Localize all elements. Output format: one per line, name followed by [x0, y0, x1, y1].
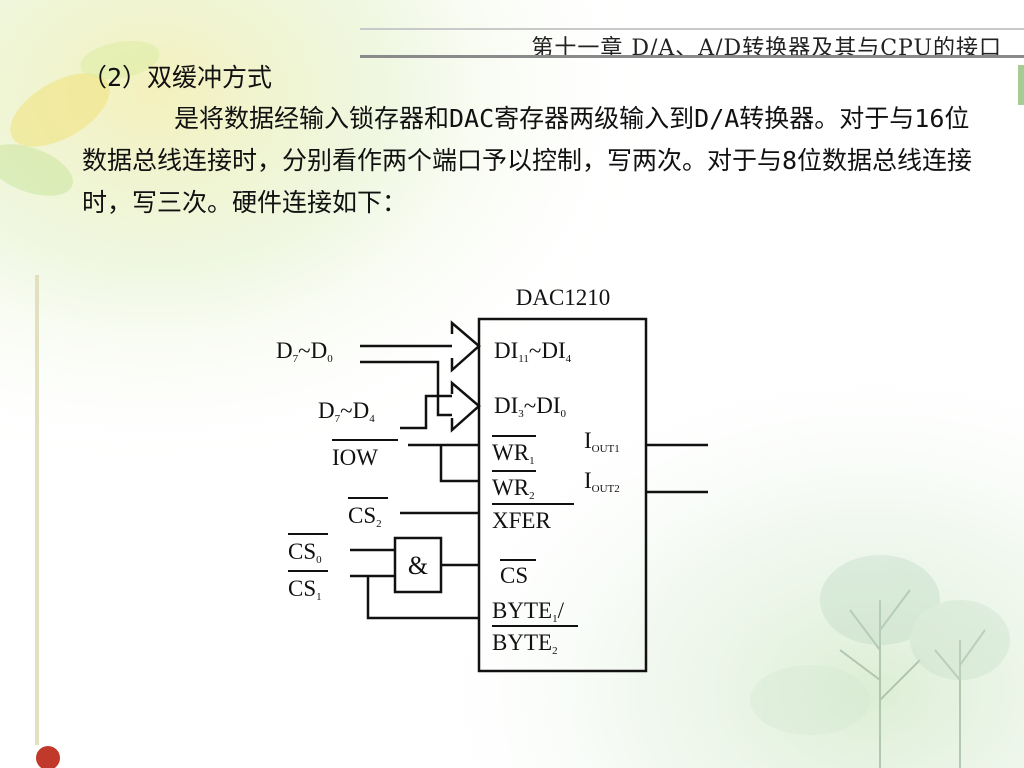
tree-canopy [750, 555, 1010, 735]
pin-byte1: BYTE1/ [492, 598, 565, 625]
pin-cs: CS [500, 563, 528, 588]
tree-illustration [839, 589, 986, 768]
accent-dot [36, 746, 60, 768]
left-stripe [35, 275, 39, 745]
header-rule-bottom [360, 55, 1024, 58]
pin-di11-di4: DI11~DI4 [494, 338, 572, 365]
chapter-header: 第十一章 D/A、A/D转换器及其与CPU的接口 [360, 28, 1024, 62]
and-gate-symbol: & [408, 551, 428, 580]
pin-wr2: WR2 [492, 475, 535, 502]
pin-byte2: BYTE2 [492, 630, 558, 657]
label-cs1: CS1 [288, 576, 322, 603]
pin-iout2: IOUT2 [584, 468, 620, 495]
label-iow: IOW [332, 445, 378, 470]
slide-content: （2）双缓冲方式 是将数据经输入锁存器和DAC寄存器两级输入到D/A转换器。对于… [82, 58, 992, 224]
pin-iout1: IOUT1 [584, 428, 620, 455]
pin-di3-di0: DI3~DI0 [494, 393, 567, 420]
pin-wr1: WR1 [492, 440, 535, 467]
bus-arrow-2 [450, 380, 481, 433]
label-d7-d0: D7~D0 [276, 338, 333, 365]
bus-arrow-1 [450, 320, 481, 373]
label-cs2: CS2 [348, 503, 382, 530]
wire-d7-d0-lower [360, 360, 452, 417]
section-paragraph: 是将数据经输入锁存器和DAC寄存器两级输入到D/A转换器。对于与16位数据总线连… [82, 104, 973, 217]
right-tab [1018, 65, 1024, 105]
section-title: （2）双缓冲方式 [82, 63, 273, 92]
wire-cs1-byte [366, 576, 479, 620]
dac1210-connection-diagram: DAC1210 D7~D0 D7~D4 IOW CS2 CS0 CS1 & DI… [276, 285, 708, 673]
wire-d7-d4 [400, 394, 452, 430]
header-rule-top [360, 28, 1024, 30]
leaf-shape-green [0, 144, 73, 196]
pin-xfer: XFER [492, 508, 551, 533]
label-cs0: CS0 [288, 539, 322, 566]
chip-body [477, 317, 648, 673]
chip-name: DAC1210 [516, 285, 611, 310]
label-d7-d4: D7~D4 [318, 398, 375, 425]
wire-iow-wr2 [439, 445, 479, 483]
